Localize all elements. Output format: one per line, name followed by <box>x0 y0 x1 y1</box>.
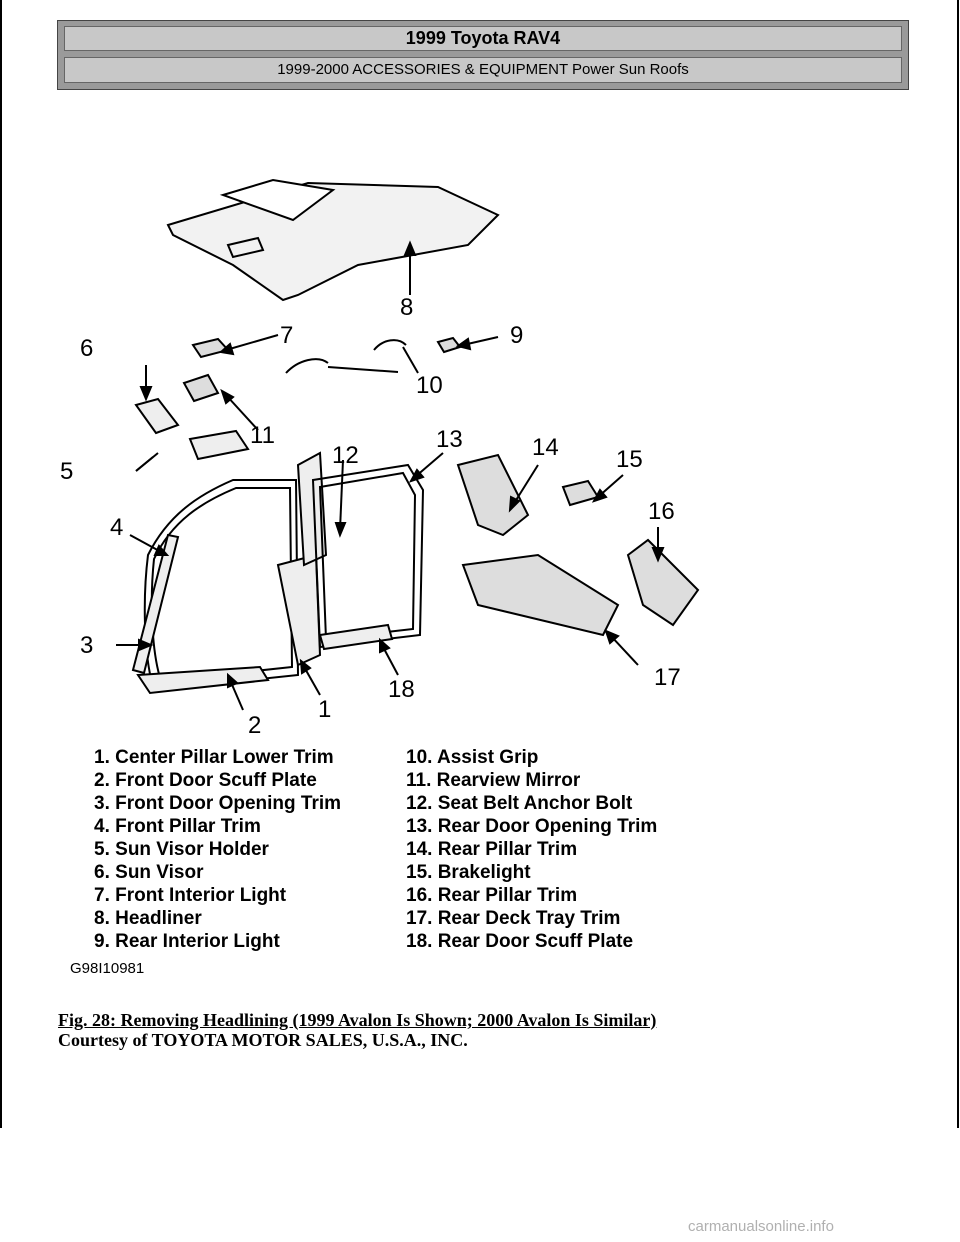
legend-item: 18. Rear Door Scuff Plate <box>406 931 633 952</box>
legend-item: 5. Sun Visor Holder <box>94 839 270 860</box>
center-pillar-lower-trim-part <box>276 553 322 667</box>
legend-right-column: 10. Assist Grip 11. Rearview Mirror 12. … <box>406 747 657 952</box>
callout-5: 5 <box>60 458 73 485</box>
assist-grip-part-a <box>285 358 329 374</box>
callout-12: 12 <box>332 442 359 469</box>
rear-door-scuff-plate-part <box>318 623 394 651</box>
callout-9: 9 <box>510 322 523 349</box>
legend-left-column: 1. Center Pillar Lower Trim 2. Front Doo… <box>94 747 341 952</box>
document-header: 1999 Toyota RAV4 1999-2000 ACCESSORIES &… <box>57 20 909 90</box>
figure-code: G98I10981 <box>70 960 144 977</box>
rear-pillar-trim-part-b <box>626 538 700 627</box>
legend-item: 11. Rearview Mirror <box>406 770 581 791</box>
legend-item: 17. Rear Deck Tray Trim <box>406 908 620 929</box>
document-title: 1999 Toyota RAV4 <box>64 26 902 51</box>
callout-11: 11 <box>250 422 275 449</box>
callout-17: 17 <box>654 664 681 691</box>
legend-item: 9. Rear Interior Light <box>94 931 280 952</box>
page-frame-right <box>957 0 959 1128</box>
callout-14: 14 <box>532 434 559 461</box>
legend-item: 7. Front Interior Light <box>94 885 287 906</box>
callout-13: 13 <box>436 426 463 453</box>
front-interior-light-part <box>191 337 230 359</box>
figure-caption: Fig. 28: Removing Headlining (1999 Avalo… <box>58 1010 657 1030</box>
legend-item: 10. Assist Grip <box>406 747 538 768</box>
sun-visor-part <box>134 397 180 435</box>
document-subtitle: 1999-2000 ACCESSORIES & EQUIPMENT Power … <box>64 57 902 83</box>
callout-numbers: 6 7 8 9 10 11 12 13 14 15 16 5 4 3 2 1 1… <box>60 294 681 739</box>
page-frame-left <box>0 0 2 1128</box>
legend-item: 6. Sun Visor <box>94 862 204 883</box>
legend-item: 3. Front Door Opening Trim <box>94 793 341 814</box>
callout-4: 4 <box>110 514 123 541</box>
callout-10: 10 <box>416 372 443 399</box>
assist-grip-part-b <box>373 339 407 351</box>
front-pillar-trim-part <box>131 533 180 675</box>
parts-legend: 1. Center Pillar Lower Trim 2. Front Doo… <box>94 747 657 952</box>
sun-visor-holder-part <box>188 429 250 461</box>
legend-item: 16. Rear Pillar Trim <box>406 885 577 906</box>
legend-item: 14. Rear Pillar Trim <box>406 839 577 860</box>
legend-item: 12. Seat Belt Anchor Bolt <box>406 793 633 814</box>
legend-item: 8. Headliner <box>94 908 202 929</box>
legend-item: 13. Rear Door Opening Trim <box>406 816 657 837</box>
figure-credit: Courtesy of TOYOTA MOTOR SALES, U.S.A., … <box>58 1030 468 1050</box>
legend-item: 2. Front Door Scuff Plate <box>94 770 317 791</box>
rear-pillar-trim-part-a <box>456 453 530 537</box>
rear-door-opening-trim-part <box>311 463 425 649</box>
rear-deck-tray-trim-part <box>461 553 620 637</box>
legend-item: 15. Brakelight <box>406 862 531 883</box>
callout-7: 7 <box>280 322 293 349</box>
rearview-mirror-part <box>182 373 220 403</box>
front-door-scuff-plate-part <box>136 665 270 695</box>
callout-8: 8 <box>400 294 413 321</box>
site-watermark: carmanualsonline.info <box>688 1218 834 1235</box>
callout-1: 1 <box>318 696 331 723</box>
callout-6: 6 <box>80 335 93 362</box>
legend-item: 1. Center Pillar Lower Trim <box>94 747 334 768</box>
callout-3: 3 <box>80 632 93 659</box>
headliner-part <box>166 181 500 302</box>
rear-interior-light-part <box>436 336 462 354</box>
exploded-parts-diagram: 6 7 8 9 10 11 12 13 14 15 16 5 4 3 2 1 1… <box>60 178 700 977</box>
legend-item: 4. Front Pillar Trim <box>94 816 261 837</box>
callout-15: 15 <box>616 446 643 473</box>
callout-2: 2 <box>248 712 261 739</box>
diagram-artwork <box>116 178 700 711</box>
callout-16: 16 <box>648 498 675 525</box>
front-door-opening-trim-part <box>143 479 300 692</box>
callout-18: 18 <box>388 676 415 703</box>
